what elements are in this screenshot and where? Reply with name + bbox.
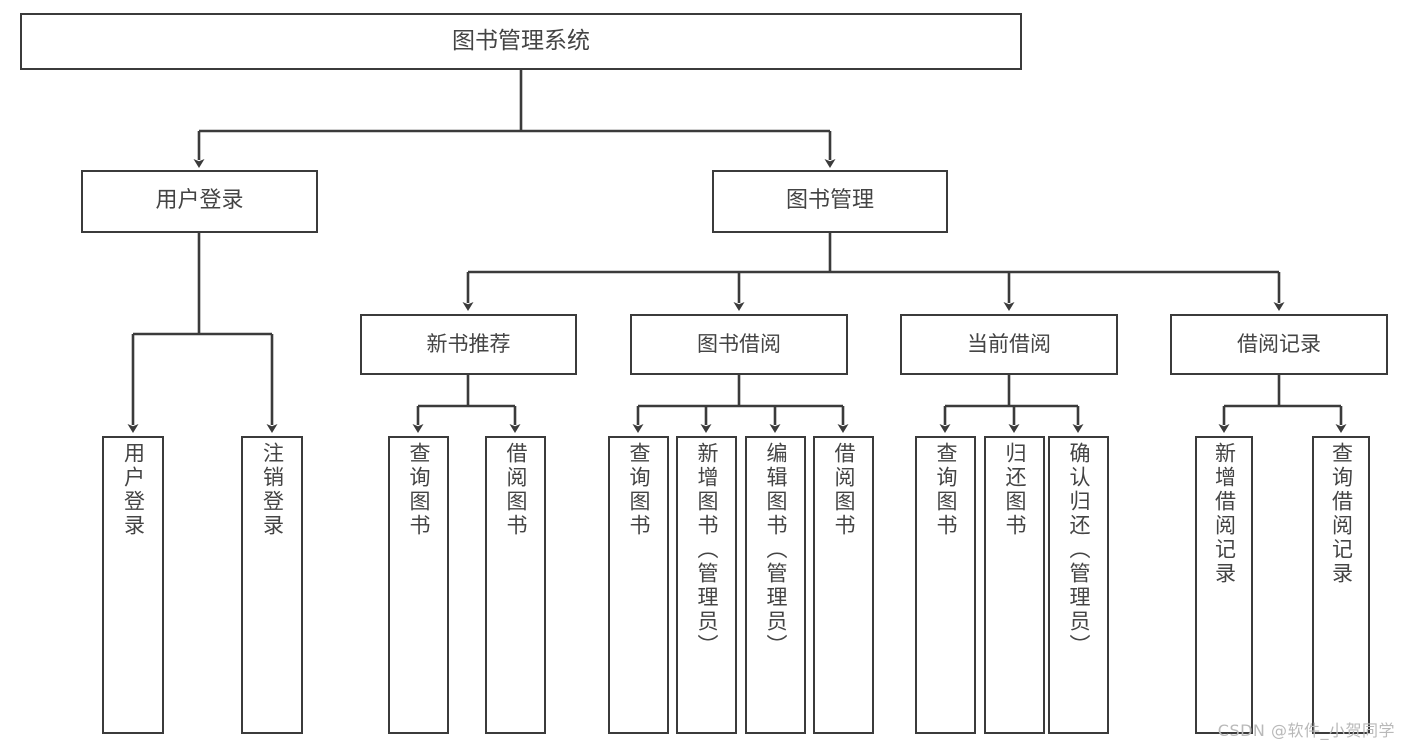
node-book-manage-label: 图书管理 (785, 188, 874, 214)
leaf-borrow-book-1-label: 借阅图书 (504, 442, 528, 538)
node-new-book-recommend-label: 新书推荐 (426, 331, 511, 356)
leaf-add-book[interactable]: 新增图书（管理员） (676, 436, 737, 734)
leaf-confirm-return[interactable]: 确认归还（管理员） (1048, 436, 1109, 734)
leaf-confirm-return-label: 确认归还（管理员） (1067, 442, 1091, 658)
leaf-edit-book[interactable]: 编辑图书（管理员） (745, 436, 806, 734)
leaf-query-book-1-label: 查询图书 (407, 442, 431, 538)
leaf-add-record-label: 新增借阅记录 (1212, 442, 1237, 586)
watermark: CSDN @软件_小贺同学 (1217, 721, 1395, 740)
node-current-borrow[interactable]: 当前借阅 (900, 314, 1118, 375)
leaf-borrow-book-2-label: 借阅图书 (832, 442, 856, 538)
node-root[interactable]: 图书管理系统 (20, 13, 1022, 70)
node-book-borrow-label: 图书借阅 (697, 331, 781, 356)
node-book-borrow[interactable]: 图书借阅 (630, 314, 848, 375)
leaf-add-book-label: 新增图书（管理员） (695, 442, 719, 658)
leaf-query-book-3-label: 查询图书 (934, 442, 958, 538)
node-user-login[interactable]: 用户登录 (81, 170, 318, 233)
leaf-user-login-label: 用户登录 (121, 442, 146, 538)
node-new-book-recommend[interactable]: 新书推荐 (360, 314, 577, 375)
node-root-label: 图书管理系统 (452, 27, 590, 54)
leaf-borrow-book-1[interactable]: 借阅图书 (485, 436, 546, 734)
node-borrow-record[interactable]: 借阅记录 (1170, 314, 1388, 375)
leaf-logout-label: 注销登录 (260, 442, 285, 538)
leaf-borrow-book-2[interactable]: 借阅图书 (813, 436, 874, 734)
leaf-add-record[interactable]: 新增借阅记录 (1195, 436, 1253, 734)
node-book-manage[interactable]: 图书管理 (712, 170, 948, 233)
leaf-query-book-1[interactable]: 查询图书 (388, 436, 449, 734)
leaf-query-record[interactable]: 查询借阅记录 (1312, 436, 1370, 734)
leaf-logout[interactable]: 注销登录 (241, 436, 303, 734)
node-current-borrow-label: 当前借阅 (967, 331, 1051, 356)
leaf-query-book-2-label: 查询图书 (627, 442, 651, 538)
leaf-query-book-2[interactable]: 查询图书 (608, 436, 669, 734)
leaf-return-book-label: 归还图书 (1003, 442, 1027, 538)
leaf-query-record-label: 查询借阅记录 (1329, 442, 1354, 586)
leaf-return-book[interactable]: 归还图书 (984, 436, 1045, 734)
leaf-query-book-3[interactable]: 查询图书 (915, 436, 976, 734)
node-user-login-label: 用户登录 (155, 188, 244, 214)
node-borrow-record-label: 借阅记录 (1237, 331, 1321, 356)
leaf-user-login[interactable]: 用户登录 (102, 436, 164, 734)
leaf-edit-book-label: 编辑图书（管理员） (764, 442, 788, 658)
